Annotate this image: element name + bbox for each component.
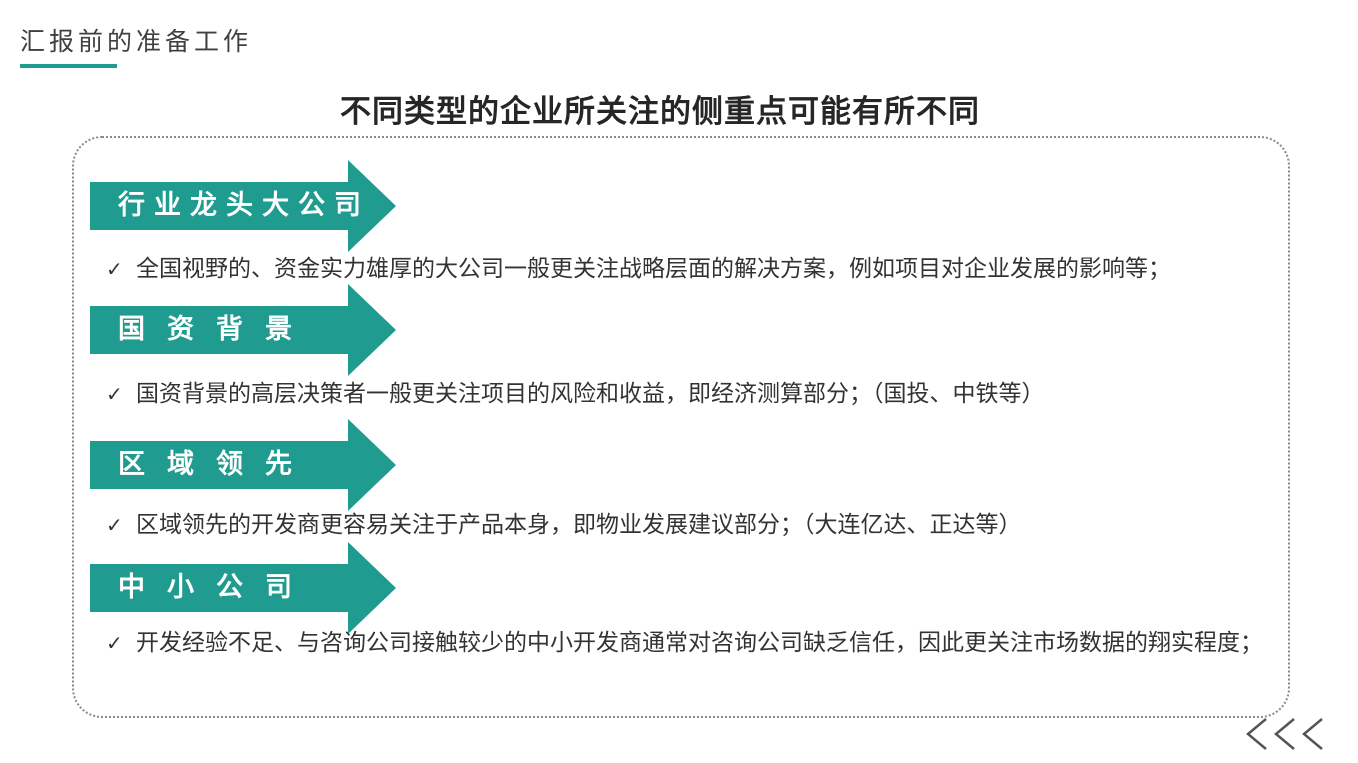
slide-title: 不同类型的企业所关注的侧重点可能有所不同 <box>340 94 980 130</box>
section-header: 汇报前的准备工作 <box>20 27 253 56</box>
category-label: 国资背景 <box>118 314 314 345</box>
triple-chevron-left-icon[interactable] <box>1244 716 1330 752</box>
bullet-item: ✓ 开发经验不足、与咨询公司接触较少的中小开发商通常对咨询公司缺乏信任，因此更关… <box>106 623 1281 663</box>
arrow-shape <box>90 419 396 511</box>
arrow-shape <box>90 284 396 376</box>
bullet-item: ✓ 区域领先的开发商更容易关注于产品本身，即物业发展建议部分；（大连亿达、正达等… <box>106 505 1281 545</box>
check-icon: ✓ <box>106 513 123 537</box>
category-banner-state-owned: 国资背景 <box>90 284 396 376</box>
category-label: 中小公司 <box>118 572 314 603</box>
check-icon: ✓ <box>106 631 123 655</box>
bullet-item: ✓ 国资背景的高层决策者一般更关注项目的风险和收益，即经济测算部分；（国投、中铁… <box>106 374 1281 414</box>
category-banner-regional-leader: 区域领先 <box>90 419 396 511</box>
arrow-shape <box>90 542 396 634</box>
category-banner-industry-leader: 行业龙头大公司 <box>90 160 396 252</box>
section-underline <box>20 64 117 68</box>
category-label: 区域领先 <box>118 449 314 480</box>
check-icon: ✓ <box>106 382 123 406</box>
bullet-text: 区域领先的开发商更容易关注于产品本身，即物业发展建议部分；（大连亿达、正达等） <box>136 512 1022 538</box>
category-banner-small-company: 中小公司 <box>90 542 396 634</box>
bullet-item: ✓ 全国视野的、资金实力雄厚的大公司一般更关注战略层面的解决方案，例如项目对企业… <box>106 249 1281 289</box>
check-icon: ✓ <box>106 257 123 281</box>
arrow-shape <box>90 160 396 252</box>
bullet-text: 全国视野的、资金实力雄厚的大公司一般更关注战略层面的解决方案，例如项目对企业发展… <box>136 256 1171 282</box>
category-label: 行业龙头大公司 <box>118 190 370 221</box>
content-box <box>72 136 1290 718</box>
bullet-text: 国资背景的高层决策者一般更关注项目的风险和收益，即经济测算部分；（国投、中铁等） <box>136 381 1045 407</box>
bullet-text: 开发经验不足、与咨询公司接触较少的中小开发商通常对咨询公司缺乏信任，因此更关注市… <box>136 630 1263 656</box>
